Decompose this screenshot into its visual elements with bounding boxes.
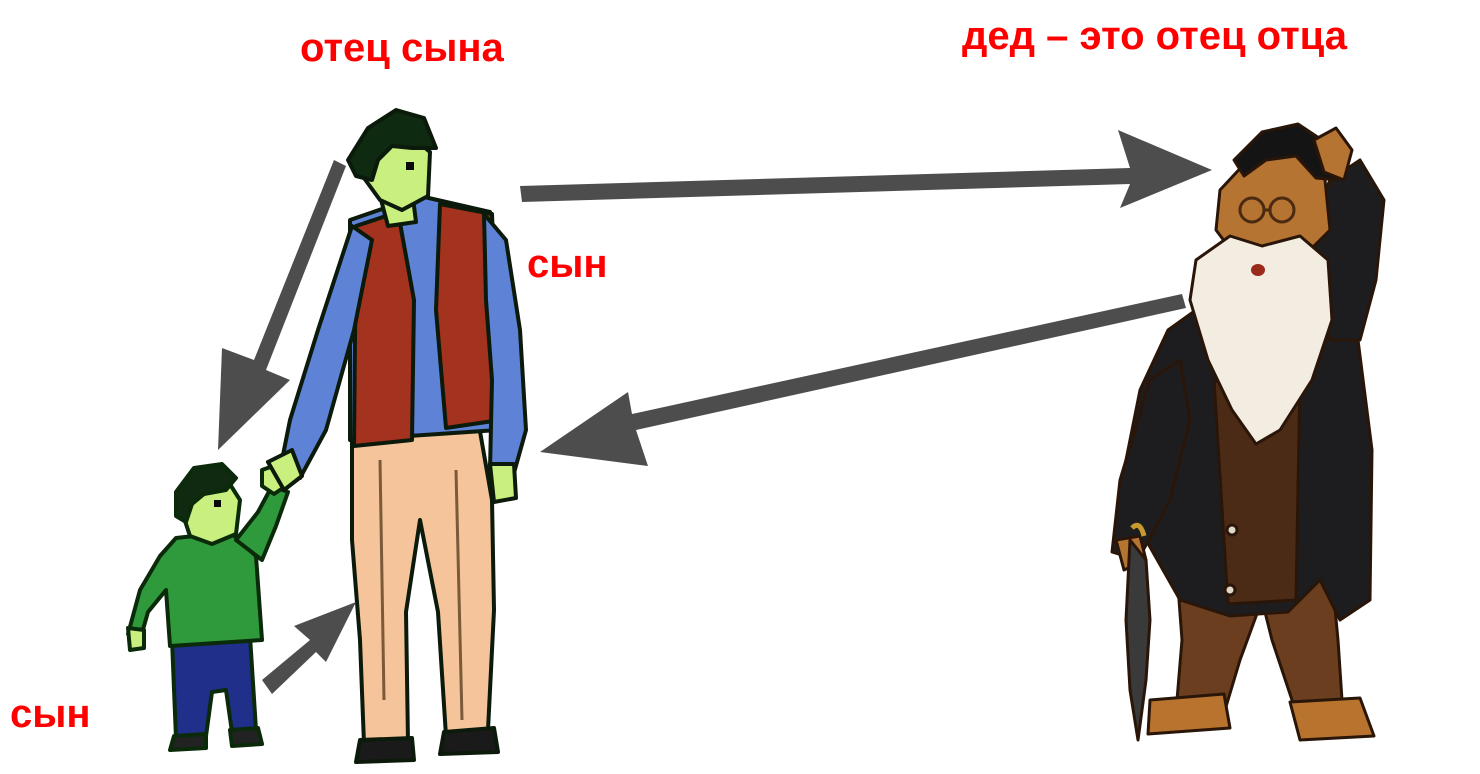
child-hair (174, 462, 238, 524)
child-shirt (126, 530, 264, 648)
grandpa-hair (1232, 122, 1340, 182)
father-right-hand (488, 462, 518, 504)
grandpa-shoes (1146, 692, 1376, 742)
arrow-father-to-child (218, 160, 346, 450)
relation-arrows (218, 130, 1212, 694)
arrow-child-to-father (262, 602, 356, 694)
grandpa-left-arm (1110, 358, 1192, 562)
father-hair (346, 108, 438, 182)
father-right-arm (482, 212, 528, 482)
arrow-grandpa-to-father (540, 294, 1186, 466)
grandpa-beard (1188, 234, 1334, 446)
child-pants (170, 634, 258, 740)
child-left-hand (126, 626, 146, 652)
father-figure (266, 108, 528, 764)
father-pants (350, 418, 496, 746)
child-raised-arm (234, 484, 290, 562)
father-hand (266, 448, 304, 492)
child-shoes (168, 726, 264, 752)
grandpa-hand (1312, 126, 1354, 182)
grandpa-figure (1110, 122, 1386, 742)
label-son-left: сын (10, 692, 91, 736)
child-figure (126, 460, 294, 752)
label-grandpa-definition: дед – это отец отца (962, 14, 1347, 58)
arrow-father-to-grandpa (520, 130, 1212, 208)
label-son-middle: сын (527, 242, 608, 286)
father-shoes (354, 726, 500, 764)
label-father-of-son: отец сына (300, 26, 504, 70)
umbrella-icon (1124, 538, 1152, 742)
